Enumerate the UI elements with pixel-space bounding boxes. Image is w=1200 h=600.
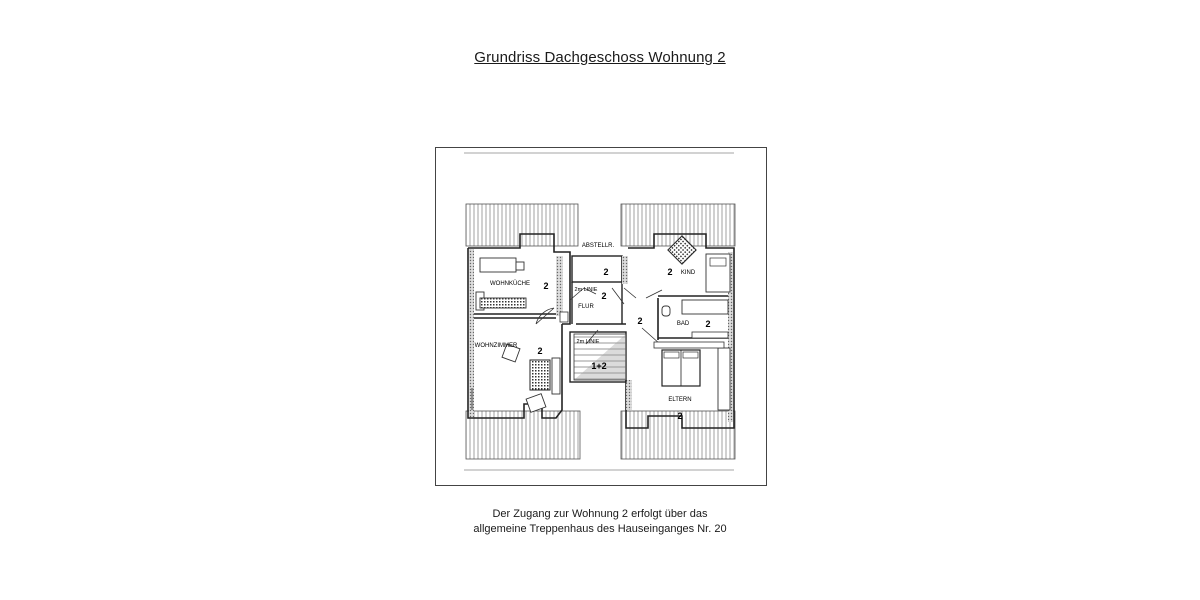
room-label-wohnzimmer: WOHNZIMMER xyxy=(475,343,518,349)
line-label: 2m LINIE xyxy=(575,287,598,293)
roof-area xyxy=(465,203,579,247)
unit-number: 2 xyxy=(537,346,542,356)
unit-number: 2 xyxy=(677,411,682,421)
dresser xyxy=(653,341,725,349)
toilet xyxy=(661,305,671,317)
unit-number: 1+2 xyxy=(591,361,606,371)
sofa xyxy=(551,357,561,395)
page-title: Grundriss Dachgeschoss Wohnung 2 xyxy=(474,49,726,66)
kitchen-counter xyxy=(479,257,517,273)
roof-area xyxy=(465,410,581,460)
wall-section xyxy=(469,249,474,417)
room-label-bad: BAD xyxy=(677,321,690,327)
unit-number: 2 xyxy=(601,291,606,301)
kind-rug xyxy=(667,235,697,265)
room-label-eltern: ELTERN xyxy=(668,397,691,403)
unit-number: 2 xyxy=(667,267,672,277)
door-frame xyxy=(559,311,569,323)
vanity xyxy=(691,331,729,339)
kind-pillow xyxy=(709,257,727,267)
room-label-abstell: ABSTELLR. xyxy=(582,243,615,249)
armchair xyxy=(501,343,521,363)
kitchen-stove xyxy=(479,297,527,309)
caption: Der Zugang zur Wohnung 2 erfolgt über da… xyxy=(0,507,1200,537)
floor-plan-drawing: ABSTELLR. KIND WOHNKÜCHE FLUR BAD WOHNZI… xyxy=(464,152,736,471)
unit-number: 2 xyxy=(603,267,608,277)
staircase-shade xyxy=(574,334,626,380)
caption-line: allgemeine Treppenhaus des Hauseinganges… xyxy=(473,523,727,535)
wall-section xyxy=(626,380,632,410)
unit-numbers: 2 2 2 2 2 2 2 1+2 2 xyxy=(537,267,710,421)
room-label-kind: KIND xyxy=(681,270,696,276)
line-label: 2m LINIE xyxy=(577,339,600,345)
unit-number: 2 xyxy=(637,316,642,326)
roof-area xyxy=(620,410,736,460)
pillow xyxy=(663,351,680,359)
armchair xyxy=(525,393,547,413)
room-label-wohnkueche: WOHNKÜCHE xyxy=(490,280,530,287)
caption-line: Der Zugang zur Wohnung 2 erfolgt über da… xyxy=(492,508,708,520)
roof-area xyxy=(620,203,736,247)
unit-number: 2 xyxy=(705,319,710,329)
wall-section xyxy=(622,256,628,284)
unit-number: 2 xyxy=(543,281,548,291)
living-room-rug xyxy=(529,359,551,391)
pillow xyxy=(682,351,699,359)
staircase xyxy=(573,333,627,381)
wall-section xyxy=(728,252,733,422)
wardrobe xyxy=(717,347,731,411)
wall-section xyxy=(556,256,563,316)
door-swings xyxy=(535,287,663,345)
room-label-flur: FLUR xyxy=(578,304,594,310)
floor-plan: ABSTELLR. KIND WOHNKÜCHE FLUR BAD WOHNZI… xyxy=(435,147,767,486)
bathtub xyxy=(681,299,729,315)
kitchen-sink xyxy=(515,261,525,271)
